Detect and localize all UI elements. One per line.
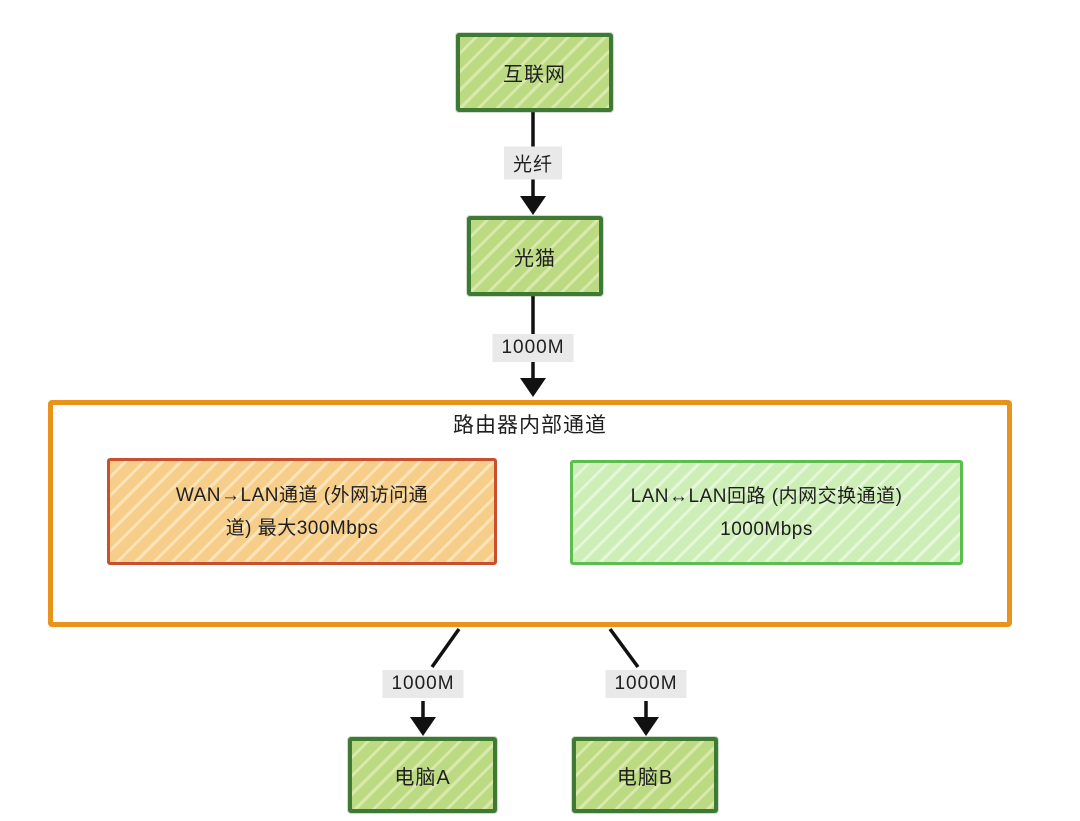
node-internet: 互联网 (456, 33, 613, 112)
router-box-title: 路由器内部通道 (453, 414, 607, 437)
wan-to-lan-channel-box: WAN→LAN通道 (外网访问通 道) 最大300Mbps (107, 458, 497, 565)
lan-to-lan-loop-text-line2: 1000Mbps (720, 518, 813, 540)
node-computer-b-label: 电脑B (616, 766, 674, 789)
node-internet-label: 互联网 (503, 64, 566, 86)
edge-label-modem-to-router-speed: 1000M (492, 334, 574, 362)
wan-to-lan-channel-text-line2: 道) 最大300Mbps (225, 517, 379, 539)
line-router-to-pc-a (410, 627, 461, 736)
edge-label-fiber: 光纤 (503, 146, 563, 180)
node-computer-b: 电脑B (572, 737, 718, 813)
router-internal-channels-box: 路由器内部通道 WAN→LAN通道 (外网访问通 道) 最大300Mbps LA… (48, 400, 1012, 627)
node-computer-a: 电脑A (348, 737, 497, 813)
lan-to-lan-loop-box: LAN↔LAN回路 (内网交换通道) 1000Mbps (570, 460, 963, 565)
node-optical-modem: 光猫 (467, 216, 603, 296)
edge-label-router-to-pc-a-speed: 1000M (382, 670, 464, 698)
edge-label-router-to-pc-b-speed: 1000M (605, 670, 687, 698)
wan-to-lan-channel-text-line1: WAN→LAN通道 (外网访问通 (175, 484, 429, 506)
node-computer-a-label: 电脑A (394, 766, 451, 789)
node-optical-modem-label: 光猫 (514, 247, 556, 270)
line-router-to-pc-b (608, 627, 659, 736)
lan-to-lan-loop-text-line1: LAN↔LAN回路 (内网交换通道) (630, 485, 903, 507)
